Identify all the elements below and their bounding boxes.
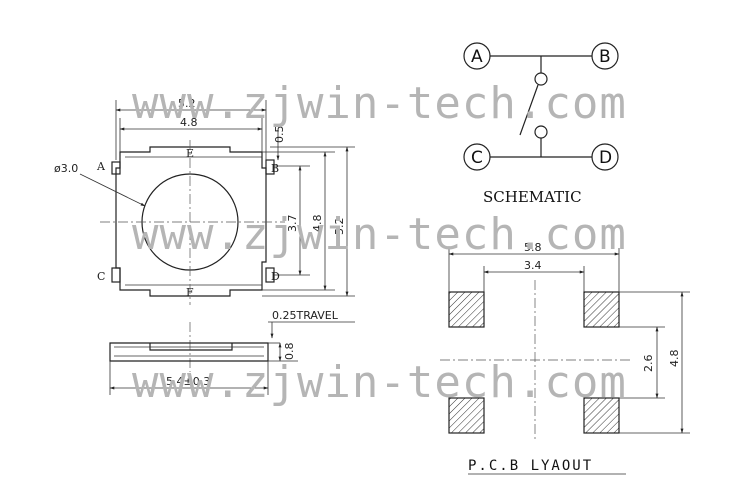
- dim-width-outer: 5.2: [178, 97, 196, 110]
- label-pin-c: C: [97, 270, 105, 283]
- terminal-d: [591, 143, 619, 171]
- dim-pin-offset: 0.5: [273, 126, 286, 144]
- pin-c: [111, 267, 121, 283]
- terminal-c: [463, 143, 491, 171]
- label-mark-e: E: [186, 147, 194, 160]
- dim-pcb-outer-width: 5.8: [524, 241, 542, 254]
- dim-pin-pitch: 3.7: [286, 215, 299, 233]
- terminal-b-label: B: [599, 47, 611, 67]
- dim-height-outer: 5.2: [333, 218, 346, 236]
- label-mark-f: F: [186, 286, 194, 299]
- terminal-b: [591, 42, 619, 70]
- pad-top-right: [583, 291, 620, 328]
- label-pin-d: D: [271, 270, 280, 283]
- pin-b: [265, 159, 275, 175]
- dim-pcb-pad-pitch: 2.6: [642, 355, 655, 373]
- terminal-a-label: A: [471, 47, 483, 67]
- side-view: 0.25TRAVEL 0.8 5.4±0.3: [109, 309, 355, 395]
- dim-button-diameter: ø3.0: [54, 162, 78, 175]
- dim-side-height: 0.8: [283, 343, 296, 361]
- terminal-c-label: C: [471, 148, 483, 168]
- pcb-layout: 5.8 3.4 2.6 4.8 P.C.B LYAOUT: [440, 241, 690, 475]
- dim-pcb-inner-width: 3.4: [524, 259, 542, 272]
- top-view: 5.2 4.8 0.5 3.7 4.8 5.2 ø3.0 A B C D E F: [54, 97, 355, 305]
- schematic: A B C D SCHEMATIC: [463, 42, 619, 206]
- terminal-d-label: D: [599, 148, 612, 168]
- dim-width-inner: 4.8: [180, 116, 198, 129]
- dim-pcb-outer-height: 4.8: [668, 350, 681, 368]
- pad-top-left: [448, 291, 485, 328]
- terminal-a: [463, 42, 491, 70]
- dim-height-inner: 4.8: [311, 215, 324, 233]
- pin-a: [111, 161, 121, 175]
- dim-travel: 0.25TRAVEL: [272, 309, 339, 322]
- watermark-3: www.zjwin-tech.com: [132, 357, 627, 408]
- schematic-title: SCHEMATIC: [483, 188, 582, 206]
- label-pin-a: A: [96, 160, 106, 173]
- label-pin-b: B: [271, 162, 279, 175]
- dim-side-length: 5.4±0.3: [166, 375, 210, 388]
- watermark-2: www.zjwin-tech.com: [132, 209, 627, 260]
- pad-bottom-left: [448, 397, 485, 434]
- pad-bottom-right: [583, 397, 620, 434]
- watermark-1: www.zjwin-tech.com: [132, 78, 627, 129]
- pcb-title: P.C.B LYAOUT: [468, 458, 593, 474]
